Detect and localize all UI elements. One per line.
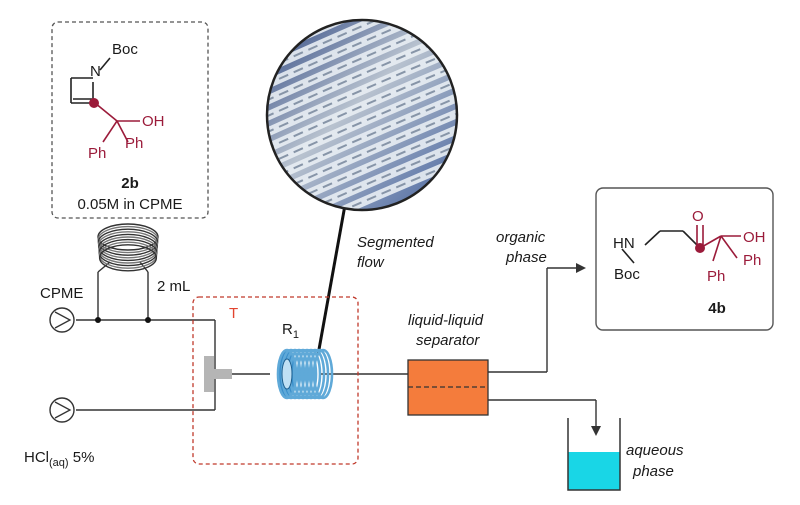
tubing-strand (267, 20, 457, 97)
product-o-label: O (692, 208, 704, 225)
reactor-coil-ring (296, 348, 318, 400)
reactor-coil-ring (304, 348, 326, 400)
loop-volume-label: 2 mL (157, 278, 190, 295)
product-boc-label: Boc (614, 266, 640, 283)
reagent-boc-label: Boc (112, 41, 138, 58)
hcl-pump-icon (49, 397, 75, 423)
tee-mixer-icon (204, 356, 232, 392)
product-oh-label: OH (743, 229, 766, 246)
cpme-pump-icon (49, 307, 75, 333)
product-ketone-dot (695, 243, 705, 253)
product-ph2-label: Ph (707, 268, 725, 285)
liquid-liquid-separator (407, 359, 489, 416)
tee-label: T (229, 305, 238, 322)
segmented-flow-magnifier (265, 18, 459, 356)
reactor-coil-ring (292, 348, 314, 400)
reagent-box: N Boc OH Ph Ph 2b 0.05M in CPME (51, 21, 209, 219)
separator-label-2: separator (416, 332, 480, 349)
product-compound-label: 4b (708, 300, 726, 317)
reagent-oh-label: OH (142, 113, 165, 130)
organic-arrow-head (576, 263, 586, 273)
reagent-concentration: 0.05M in CPME (77, 196, 182, 213)
reactor-label: R1 (282, 321, 299, 341)
aqueous-arrow-head (591, 426, 601, 436)
segmented-flow-label-2: flow (357, 254, 385, 271)
segmented-flow-label-1: Segmented (357, 234, 434, 251)
reagent-ph2-label: Ph (125, 135, 143, 152)
reagent-compound-label: 2b (121, 175, 139, 192)
product-hn-label: HN (613, 235, 635, 252)
loop-coil-ring (98, 244, 158, 272)
reactor-coil-ring (312, 348, 334, 400)
reactor-coil-ring (308, 348, 330, 400)
reagent-ph1-label: Ph (88, 145, 106, 162)
reactor-coil-r1 (276, 348, 334, 400)
aqueous-phase-label-1: aqueous (626, 442, 684, 459)
cpme-label: CPME (40, 285, 83, 302)
aqueous-collection-beaker (567, 418, 621, 491)
aqueous-phase-label-2: phase (632, 463, 674, 480)
fluid-lines (76, 261, 597, 428)
product-ph1-label: Ph (743, 252, 761, 269)
product-box: HN Boc O OH Ph Ph 4b (595, 187, 774, 331)
chiral-center-dot (89, 98, 99, 108)
loop-coil-ring (98, 233, 158, 262)
sample-loop-coil (97, 223, 159, 272)
reactor-coil-core (281, 358, 293, 390)
organic-phase-label-2: phase (505, 249, 547, 266)
reactor-coil-ring (300, 348, 322, 400)
organic-phase-label-1: organic (496, 229, 546, 246)
hcl-label: HCl(aq) 5% (24, 449, 94, 469)
tee-reactor-box (192, 296, 359, 465)
separator-label-1: liquid-liquid (408, 312, 484, 329)
reagent-n-label: N (90, 63, 101, 80)
